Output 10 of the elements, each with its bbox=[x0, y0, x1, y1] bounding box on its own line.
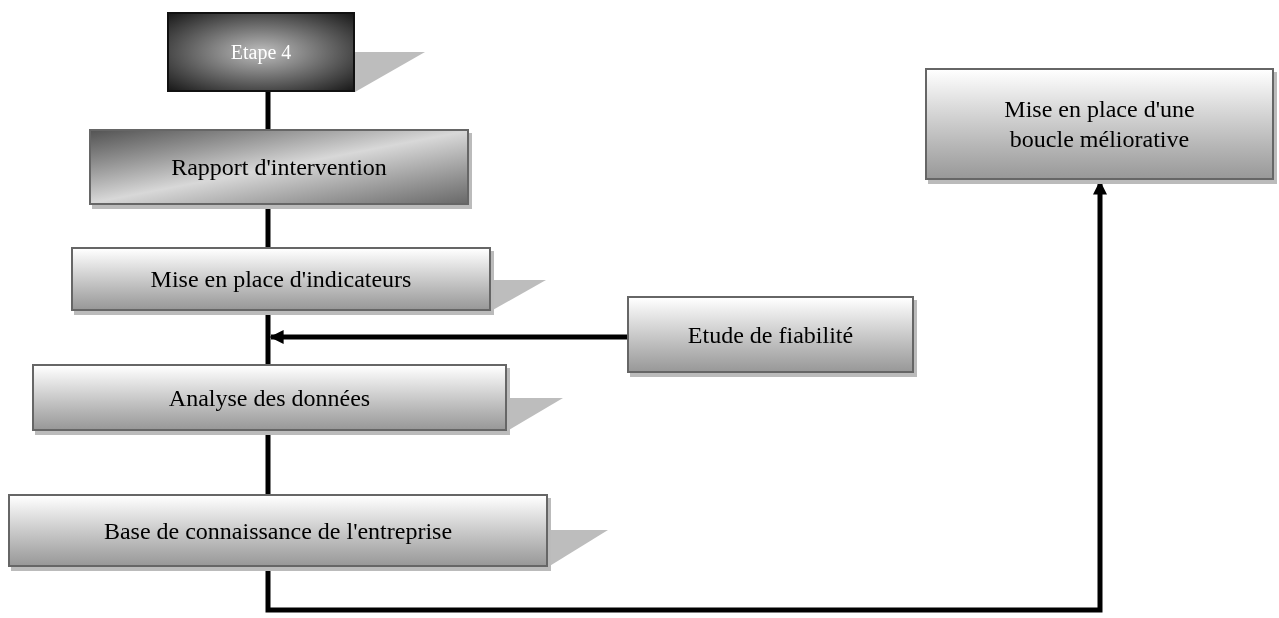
step-header-box bbox=[167, 12, 355, 92]
box-label: Mise en place d'indicateurs bbox=[150, 265, 412, 294]
box-label: Rapport d'intervention bbox=[171, 153, 387, 182]
box-label: Etude de fiabilité bbox=[687, 320, 854, 350]
box-label: Base de connaissance de l'entreprise bbox=[103, 516, 453, 546]
box-label: Analyse des données bbox=[168, 383, 371, 413]
arrow bbox=[269, 330, 627, 344]
connector-line bbox=[265, 92, 271, 129]
box-label: Etape 4 bbox=[230, 39, 292, 65]
box-label: Mise en place d'une boucle méliorative bbox=[1003, 95, 1196, 154]
